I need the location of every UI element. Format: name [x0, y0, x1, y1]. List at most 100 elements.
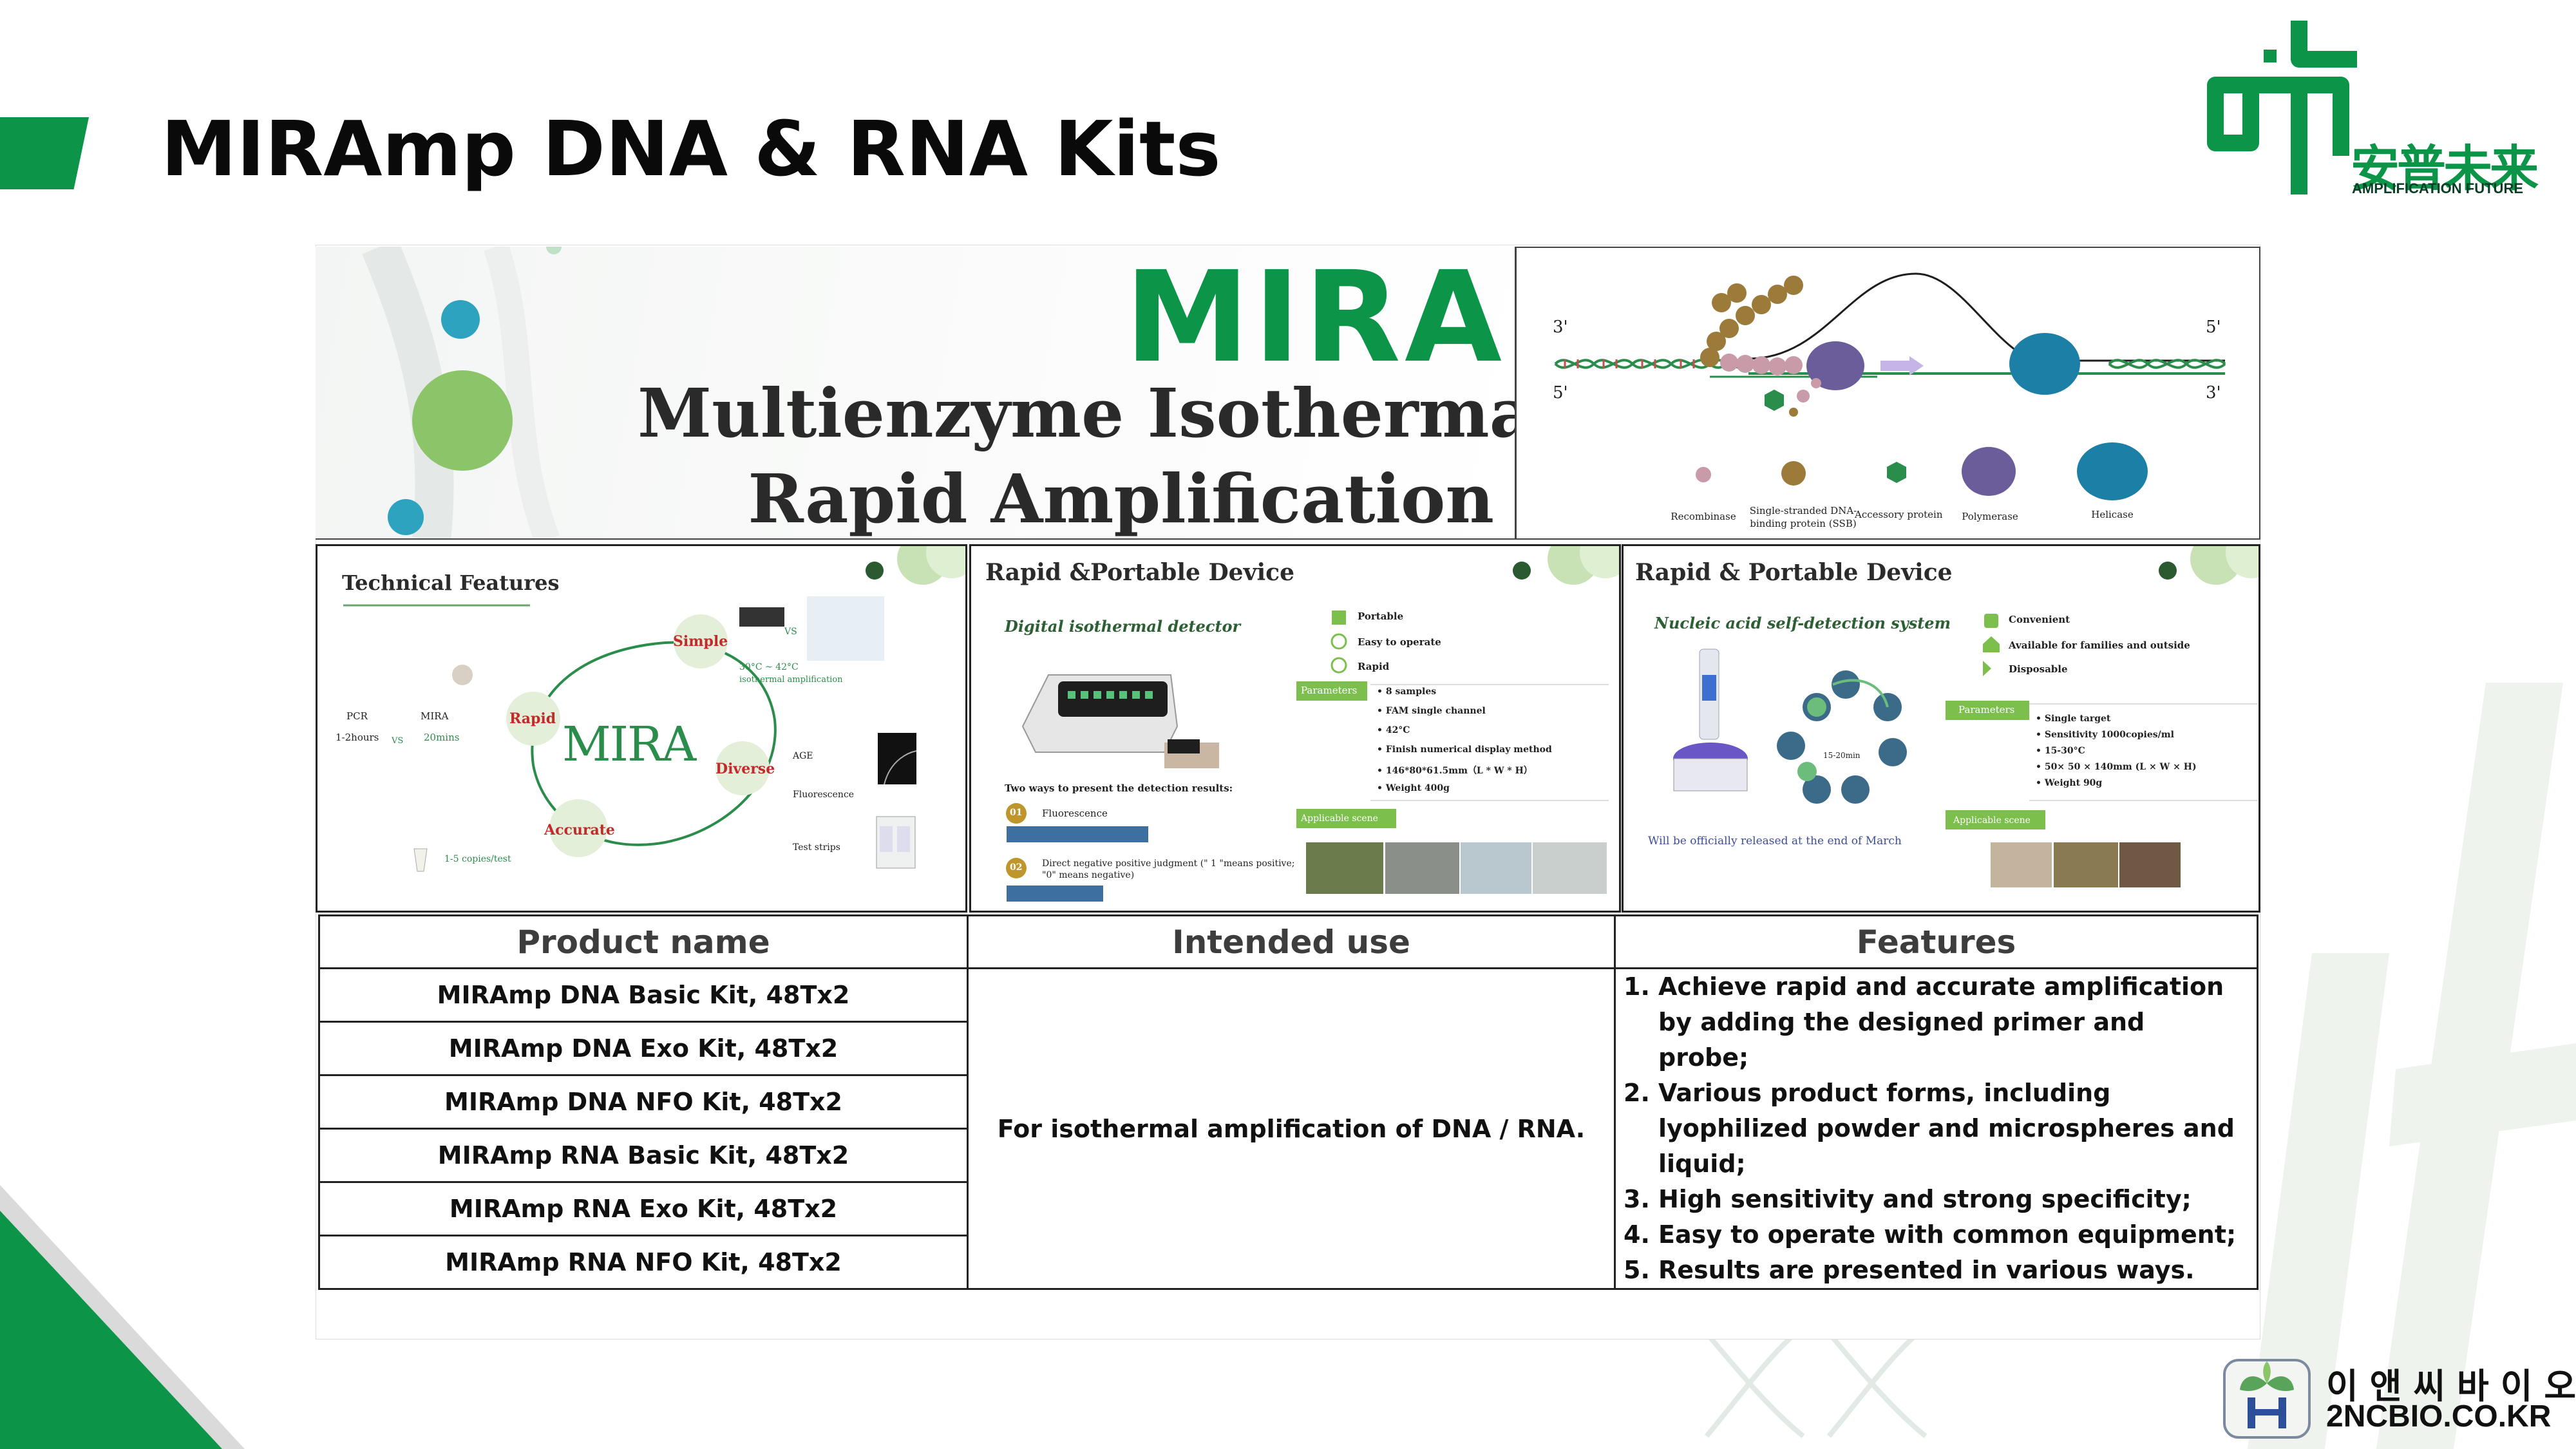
self-release-note: Will be officially released at the end o…	[1648, 835, 1902, 848]
self-param-4: • Weight 90g	[2036, 778, 2103, 788]
end-3-top: 3'	[1553, 317, 1568, 337]
self-param-2: • 15-30°C	[2036, 746, 2085, 756]
device-way1-num: 01	[1010, 808, 1023, 818]
device-param-4: • 146*80*61.5mm（L * W * H）	[1377, 766, 1533, 776]
header-intended-use: Intended use	[967, 914, 1616, 969]
legend-helicase: Helicase	[2091, 509, 2134, 520]
node-diverse: Diverse	[715, 761, 775, 777]
self-params-label: Parameters	[1958, 704, 2015, 715]
feature-item: 4.Easy to operate with common equipment;	[1624, 1220, 2237, 1249]
method-age: AGE	[793, 751, 813, 761]
self-param-1: • Sensitivity 1000copies/ml	[2036, 730, 2174, 740]
vs-label: VS	[392, 736, 404, 746]
device-ways-title: Two ways to present the detection result…	[1005, 782, 1233, 794]
node-accurate: Accurate	[544, 822, 615, 838]
table-row: MIRAmp RNA Basic Kit, 48Tx2	[318, 1128, 2258, 1183]
node-rapid: Rapid	[509, 710, 556, 727]
legend-recombinase: Recombinase	[1671, 511, 1736, 522]
end-3-bottom-right: 3'	[2206, 383, 2221, 402]
panel-self-detection: Rapid & Portable Device Nucleic acid sel…	[1622, 544, 2260, 913]
vs-label-2: VS	[784, 627, 797, 637]
mira-label: MIRA	[421, 710, 449, 722]
device-feature-portable: Portable	[1358, 611, 1404, 622]
self-timer: 15-20min	[1823, 751, 1861, 760]
device-feature-easy: Easy to operate	[1358, 636, 1441, 648]
product-cell: MIRAmp RNA NFO Kit, 48Tx2	[318, 1235, 969, 1290]
legend-accessory-protein: Accessory protein	[1855, 509, 1943, 520]
device-feature-rapid: Rapid	[1358, 661, 1390, 672]
feature-item: 3.High sensitivity and strong specificit…	[1624, 1185, 2192, 1213]
table-header-row: Product name Intended use Features	[318, 914, 2259, 969]
device-way2: Direct negative positive judgment (" 1 "…	[1042, 858, 1295, 880]
mira-banner	[316, 247, 1515, 540]
self-subtitle: Nucleic acid self-detection system	[1654, 614, 1951, 632]
product-cell: MIRAmp DNA Basic Kit, 48Tx2	[318, 967, 969, 1023]
tech-center-mira: MIRA	[562, 717, 696, 772]
mechanism-diagram: 3' 5' 5' 3' Recombinase Single-stranded …	[1515, 247, 2260, 540]
device-scene-label: Applicable scene	[1301, 813, 1378, 824]
company-name-en: AMPLIFICATION FUTURE	[2352, 180, 2524, 196]
device-params-label: Parameters	[1301, 685, 1358, 696]
background-watermark	[2248, 683, 2576, 1449]
features-cell: 1.Achieve rapid and accurate amplificati…	[1614, 967, 2259, 1290]
banner-line-1: Multienzyme Isothermal	[638, 374, 1558, 453]
end-5-top-right: 5'	[2206, 317, 2221, 337]
device-param-5: • Weight 400g	[1377, 783, 1450, 793]
device-param-2: • 42°C	[1377, 725, 1410, 735]
self-scene-label: Applicable scene	[1953, 815, 2031, 826]
legend-polymerase: Polymerase	[1962, 511, 2018, 522]
dna-strand-diagram	[1554, 272, 2226, 500]
self-title: Rapid & Portable Device	[1635, 559, 1953, 586]
table-row: MIRAmp RNA NFO Kit, 48Tx2	[318, 1235, 2258, 1290]
table-row: MIRAmp RNA Exo Kit, 48Tx2	[318, 1181, 2258, 1236]
header-product-name: Product name	[318, 914, 969, 969]
feature-item: 1.Achieve rapid and accurate amplificati…	[1624, 972, 2224, 1072]
self-param-3: • 50× 50 × 140mm (L × W × H)	[2036, 762, 2197, 772]
temp-range: 30°C ~ 42°C	[739, 662, 799, 672]
title-accent-bar	[0, 117, 89, 189]
method-test-strips: Test strips	[793, 842, 840, 853]
self-feature-families: Available for families and outside	[2009, 639, 2190, 651]
device-diagram	[1006, 546, 1619, 902]
node-simple: Simple	[673, 633, 728, 650]
temp-note: isothermal amplification	[739, 675, 843, 685]
product-cell: MIRAmp RNA Exo Kit, 48Tx2	[318, 1181, 969, 1236]
company-name-cn: 安普未来	[2351, 140, 2539, 197]
partner-name-kr: 이앤씨바이오	[2326, 1366, 2576, 1406]
intended-use-cell: For isothermal amplification of DNA / RN…	[967, 967, 1616, 1290]
method-fluorescence: Fluorescence	[793, 790, 855, 800]
header-features: Features	[1614, 914, 2259, 969]
table-row: MIRAmp DNA Exo Kit, 48Tx2	[318, 1021, 2258, 1076]
mira-time: 20mins	[424, 732, 460, 743]
self-detection-diagram	[1673, 546, 2259, 887]
sensitivity: 1-5 copies/test	[444, 854, 511, 864]
tech-title: Technical Features	[342, 571, 560, 595]
panel-portable-device: Rapid &Portable Device Digital isotherma…	[969, 544, 1621, 913]
device-param-0: • 8 samples	[1377, 687, 1437, 697]
feature-item: 2.Various product forms, including lyoph…	[1624, 1079, 2235, 1178]
self-feature-convenient: Convenient	[2009, 614, 2070, 625]
slide-title: MIRAmp DNA & RNA Kits	[161, 104, 1221, 193]
device-way2-num: 02	[1010, 862, 1023, 873]
panel-technical-features: Technical Features MIRA Simple Rapid Div…	[316, 544, 967, 913]
device-subtitle: Digital isothermal detector	[1005, 617, 1241, 636]
self-feature-disposable: Disposable	[2009, 663, 2068, 675]
device-way1: Fluorescence	[1042, 808, 1108, 819]
banner-line-2: Rapid Amplification	[748, 459, 1494, 538]
table-row: MIRAmp DNA Basic Kit, 48Tx2 For isotherm…	[318, 967, 2259, 1290]
product-cell: MIRAmp DNA NFO Kit, 48Tx2	[318, 1074, 969, 1130]
product-cell: MIRAmp DNA Exo Kit, 48Tx2	[318, 1021, 969, 1076]
partner-logo-icon	[2223, 1359, 2311, 1439]
features-diagram	[343, 546, 965, 872]
corner-decoration	[0, 1185, 245, 1449]
pcr-time: 1-2hours	[336, 732, 379, 743]
device-param-3: • Finish numerical display method	[1377, 744, 1552, 755]
banner-mira-word: MIRA	[1124, 244, 1506, 390]
banner-circles	[362, 247, 562, 538]
legend-ssb: Single-stranded DNA-binding protein (SSB…	[1749, 505, 1857, 529]
device-title: Rapid &Portable Device	[985, 559, 1294, 586]
company-logo-icon	[2207, 21, 2357, 194]
end-5-bottom: 5'	[1553, 383, 1568, 402]
partner-url: 2NCBIO.CO.KR	[2326, 1399, 2552, 1434]
pcr-label: PCR	[346, 710, 368, 722]
